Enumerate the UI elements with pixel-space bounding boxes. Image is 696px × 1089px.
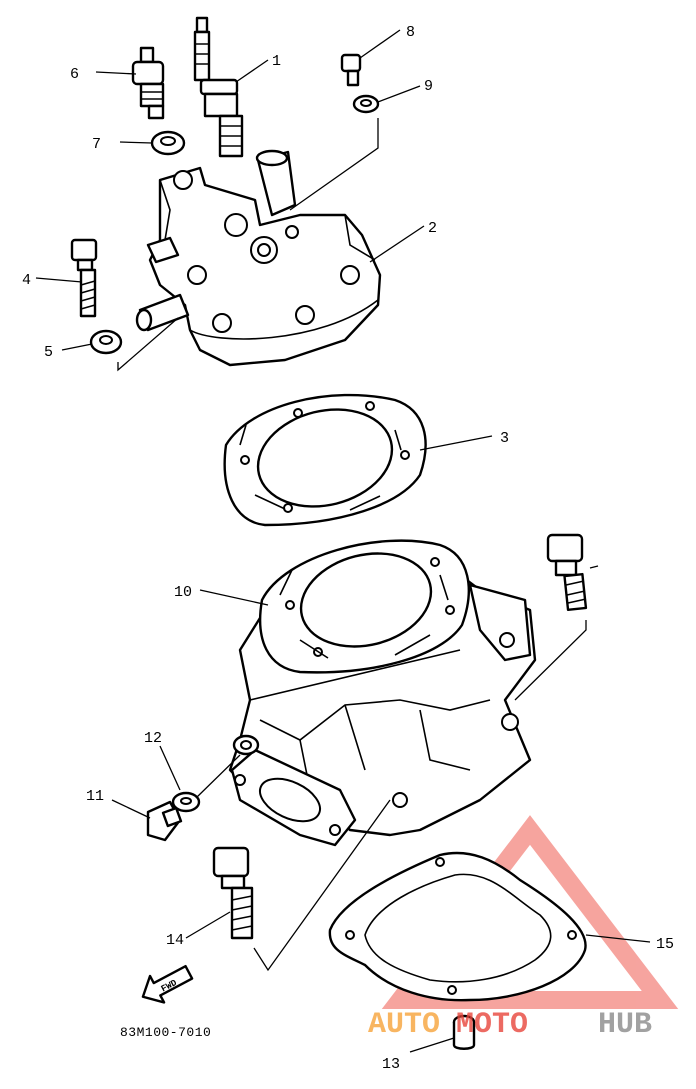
bolt-part-8 bbox=[340, 53, 362, 87]
diagram-part-number: 83M100-7010 bbox=[120, 1025, 211, 1040]
washer-part-9 bbox=[352, 94, 380, 114]
callout-12: 12 bbox=[144, 730, 162, 747]
dowel-pin-part bbox=[452, 1014, 476, 1050]
watermark-auto: AUTO bbox=[368, 1008, 440, 1042]
spark-plug-part bbox=[193, 16, 244, 158]
bolt-part-right bbox=[546, 533, 588, 612]
head-gasket-part bbox=[223, 393, 427, 527]
base-gasket-part bbox=[328, 851, 587, 1002]
leader-lines bbox=[35, 29, 651, 1053]
callout-4: 4 bbox=[22, 272, 31, 289]
callout-10: 10 bbox=[174, 584, 192, 601]
bolt-part-14 bbox=[212, 846, 254, 940]
bolt-part-4 bbox=[70, 238, 98, 318]
temperature-sensor-part bbox=[131, 46, 165, 120]
callout-11: 11 bbox=[86, 788, 104, 805]
callout-6: 6 bbox=[70, 66, 79, 83]
callout-14: 14 bbox=[166, 932, 184, 949]
callout-9: 9 bbox=[424, 78, 433, 95]
callout-2: 2 bbox=[428, 220, 437, 237]
callout-13: 13 bbox=[382, 1056, 400, 1073]
forward-arrow-icon: FWD bbox=[141, 964, 194, 1004]
washer-part-5 bbox=[89, 329, 123, 355]
washer-part-7 bbox=[150, 130, 186, 156]
callout-labels: 1 2 3 4 5 6 7 8 9 10 11 12 13 14 15 bbox=[22, 24, 674, 1073]
cylinder-part bbox=[228, 539, 537, 847]
callout-8: 8 bbox=[406, 24, 415, 41]
cylinder-head-part bbox=[135, 149, 382, 367]
callout-5: 5 bbox=[44, 344, 53, 361]
callout-15: 15 bbox=[656, 936, 674, 953]
callout-3: 3 bbox=[500, 430, 509, 447]
drain-bolt-part-11 bbox=[146, 800, 183, 842]
watermark-hub: HUB bbox=[598, 1008, 652, 1042]
watermark-moto: MOTO bbox=[456, 1008, 528, 1042]
watermark-text: AUTO MOTO HUB bbox=[368, 1008, 652, 1042]
gasket-part-12 bbox=[171, 791, 201, 813]
callout-1: 1 bbox=[272, 53, 281, 70]
callout-7: 7 bbox=[92, 136, 101, 153]
